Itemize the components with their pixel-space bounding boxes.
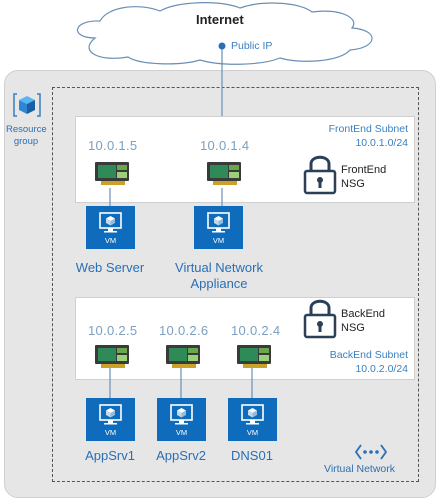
- vm-dns01[interactable]: VM: [228, 398, 277, 441]
- vm-label-appsrv1: AppSrv1: [76, 448, 144, 464]
- vm-label-line1: AppSrv1: [85, 448, 135, 463]
- vm-label-line1: AppSrv2: [156, 448, 206, 463]
- virtual-network-boundary: [52, 87, 419, 482]
- vm-label-nva: Virtual Network Appliance: [163, 260, 275, 292]
- backend-nsg-label: BackEnd NSG: [341, 307, 385, 335]
- vm-monitor-icon: [241, 404, 264, 425]
- vm-badge: VM: [212, 236, 225, 245]
- backend-subnet-cidr: 10.0.2.0/24: [355, 363, 408, 375]
- backend-nsg-label-line1: BackEnd: [341, 308, 386, 320]
- frontend-nsg-label: FrontEnd NSG: [341, 163, 386, 191]
- nic-card-icon: [166, 345, 200, 368]
- nic-ip-appsrv2: 10.0.2.6: [159, 323, 209, 338]
- nic-ip-dns01: 10.0.2.4: [231, 323, 281, 338]
- vm-badge: VM: [104, 428, 117, 437]
- nic-card-icon: [237, 345, 271, 368]
- vm-label-dns01: DNS01: [218, 448, 286, 464]
- resource-group-label-line2: group: [13, 136, 39, 147]
- internet-label: Internet: [196, 12, 244, 27]
- backend-subnet-name: BackEnd Subnet: [329, 349, 408, 361]
- backend-nsg-lock-icon: [303, 299, 337, 339]
- vm-monitor-icon: [99, 212, 122, 233]
- frontend-subnet-label: FrontEnd Subnet 10.0.1.0/24: [280, 122, 408, 150]
- vm-badge: VM: [175, 428, 188, 437]
- internet-cloud-icon: [76, 2, 373, 65]
- nic-ip-webserver: 10.0.1.5: [88, 138, 138, 153]
- vm-label-webserver: Web Server: [60, 260, 160, 276]
- frontend-subnet-cidr: 10.0.1.0/24: [355, 137, 408, 149]
- resource-group-label-line1: Resource: [6, 124, 47, 135]
- vm-label-line1: Web Server: [75, 260, 145, 275]
- vm-monitor-icon: [207, 212, 230, 233]
- nic-ip-nva: 10.0.1.4: [200, 138, 250, 153]
- resource-group-icon: [13, 93, 41, 117]
- nic-card-icon: [95, 345, 129, 368]
- vm-label-appsrv2: AppSrv2: [147, 448, 215, 464]
- backend-nsg-label-line2: NSG: [341, 322, 365, 334]
- frontend-nsg-label-line2: NSG: [341, 178, 365, 190]
- vm-label-line1: DNS01: [231, 448, 273, 463]
- virtual-network-label: Virtual Network: [324, 463, 395, 475]
- frontend-subnet: [75, 116, 415, 203]
- frontend-subnet-name: FrontEnd Subnet: [328, 123, 408, 135]
- public-ip-label: Public IP: [231, 40, 273, 52]
- vm-appsrv1[interactable]: VM: [86, 398, 135, 441]
- vm-label-line1: Virtual Network: [175, 260, 263, 275]
- nic-ip-appsrv1: 10.0.2.5: [88, 323, 138, 338]
- vm-virtual-network-appliance[interactable]: VM: [194, 206, 243, 249]
- vm-monitor-icon: [99, 404, 122, 425]
- vm-appsrv2[interactable]: VM: [157, 398, 206, 441]
- vm-webserver[interactable]: VM: [86, 206, 135, 249]
- nic-card-icon: [95, 162, 129, 185]
- vm-badge: VM: [246, 428, 259, 437]
- frontend-nsg-lock-icon: [303, 155, 337, 195]
- vm-label-line2: Appliance: [190, 276, 248, 291]
- resource-group-label: Resource group: [6, 124, 47, 148]
- frontend-nsg-label-line1: FrontEnd: [341, 164, 387, 176]
- vm-monitor-icon: [170, 404, 193, 425]
- vm-badge: VM: [104, 236, 117, 245]
- nic-card-icon: [207, 162, 241, 185]
- virtual-network-icon: [354, 444, 388, 460]
- backend-subnet-label: BackEnd Subnet 10.0.2.0/24: [280, 348, 408, 376]
